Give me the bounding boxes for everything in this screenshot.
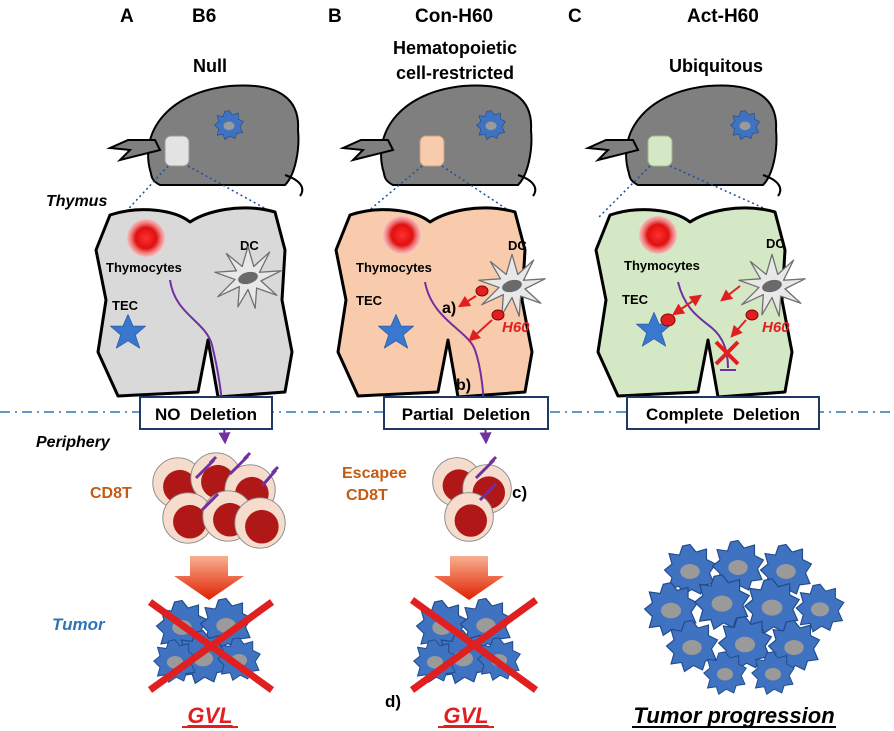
deletion-text-a: NO Deletion: [155, 405, 257, 424]
mouse-a-thymus: [164, 135, 190, 167]
mouse-c-thymus: [647, 135, 673, 167]
tumor-kill-x-b: [409, 597, 539, 693]
dc-label-c: DC: [766, 236, 785, 251]
deletion-box-c: [626, 396, 820, 430]
panel-a-strain: B6: [192, 6, 216, 27]
h60-dot-b2: [491, 309, 505, 321]
tumor-cluster-a: [147, 597, 275, 693]
thymus-b: Thymocytes DC TEC a) H60 b): [334, 206, 546, 445]
step-b-label: b): [456, 377, 471, 394]
escapee-label-line2: CD8T: [346, 487, 388, 504]
panel-a-expression: Null: [193, 56, 227, 76]
outcome-c: Tumor progression: [633, 703, 834, 728]
outcome-b: GVL: [443, 703, 488, 728]
mouse-c: [584, 84, 782, 219]
panel-b-letter: B: [328, 6, 342, 27]
panel-b-strain: Con-H60: [415, 6, 493, 27]
h60-label-c: H60: [762, 319, 790, 336]
h60-label-b: H60: [502, 319, 530, 336]
panel-a-letter: A: [120, 6, 134, 27]
thymocytes-label-a: Thymocytes: [106, 260, 182, 275]
thymocyte-c: [639, 216, 677, 254]
h60-dot-tec-c: [660, 313, 676, 327]
tec-label-b: TEC: [356, 293, 383, 308]
step-c-label: c): [512, 483, 527, 502]
cd8t-label: CD8T: [90, 485, 132, 502]
tumor-label: Tumor: [52, 615, 106, 634]
panel-c-expression: Ubiquitous: [669, 56, 763, 76]
panel-c-strain: Act-H60: [687, 6, 759, 27]
block-x-icon: [714, 340, 740, 366]
tec-label-c: TEC: [622, 292, 649, 307]
thymocyte-a: [127, 219, 165, 257]
mouse-a: [106, 84, 304, 219]
outcome-a: GVL: [187, 703, 232, 728]
panel-b-expression-line2: cell-restricted: [396, 63, 514, 83]
dc-label-a: DC: [240, 238, 259, 253]
cd8t-cluster-b: [432, 455, 512, 542]
tumor-cluster-c: [644, 539, 845, 695]
thymocytes-label-b: Thymocytes: [356, 260, 432, 275]
thymus-c: Thymocytes DC TEC H60: [594, 206, 806, 399]
panel-b-expression-line1: Hematopoietic: [393, 38, 517, 58]
attack-arrow-a: [174, 556, 244, 600]
step-d-label: d): [385, 692, 401, 711]
panel-c-letter: C: [568, 6, 582, 27]
deletion-text-c: Complete Deletion: [646, 405, 800, 424]
periphery-label: Periphery: [36, 434, 111, 451]
dc-label-b: DC: [508, 238, 527, 253]
deletion-box-a: [139, 396, 273, 430]
cd8t-cluster-a: [152, 451, 286, 549]
tumor-kill-x-a: [147, 599, 275, 693]
thymocytes-label-c: Thymocytes: [624, 258, 700, 273]
h60-dot-b1: [475, 285, 489, 297]
step-a-label: a): [442, 300, 456, 317]
attack-arrow-b: [434, 556, 504, 600]
thymocyte-b: [383, 216, 421, 254]
tec-label-a: TEC: [112, 298, 139, 313]
mouse-b: [339, 84, 537, 219]
h60-dot-c2: [745, 309, 759, 321]
mouse-b-thymus: [419, 135, 445, 167]
deletion-text-b: Partial Deletion: [402, 405, 530, 424]
deletion-box-b: [383, 396, 549, 430]
thymus-label: Thymus: [46, 193, 107, 210]
tumor-cluster-b: [409, 597, 539, 693]
escapee-label-line1: Escapee: [342, 465, 407, 482]
